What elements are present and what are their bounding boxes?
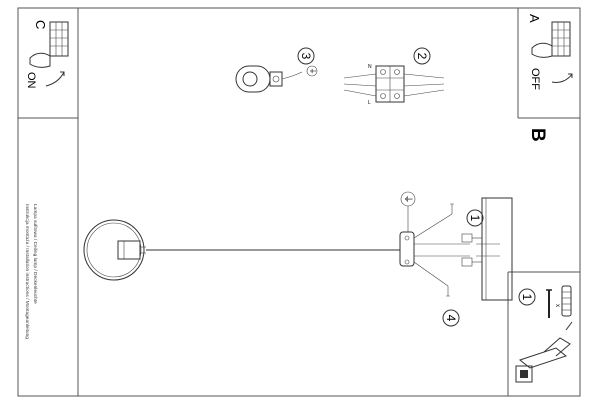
switch-icon — [49, 21, 69, 57]
wire-mark-l: L — [368, 100, 371, 106]
tools-panel: 1 x — [515, 285, 573, 383]
sheet-frame — [17, 7, 581, 397]
lamp-assembly: ⏚ — [83, 191, 470, 281]
hand-icon — [531, 42, 553, 58]
canopy-ground-symbol: ⏚ — [403, 194, 413, 203]
step-1-number: 1 — [468, 215, 482, 222]
ceiling-bracket — [413, 197, 513, 301]
tools-step-number: 1 — [520, 294, 534, 301]
lamp-socket — [117, 240, 141, 260]
panel-a-state: OFF — [529, 68, 541, 90]
step-2-connector-block: 2 N L — [343, 47, 445, 106]
panel-c-state: ON — [25, 72, 37, 89]
step-3-number: 3 — [299, 53, 313, 60]
switch-icon — [551, 21, 571, 57]
ground-symbol: ⏚ — [309, 68, 317, 75]
panel-b-letter: B — [527, 128, 548, 142]
step-2-number: 2 — [415, 53, 429, 60]
drill-icon — [515, 321, 573, 383]
step-3-marker — [297, 47, 315, 65]
hand-icon — [29, 52, 51, 68]
panel-a-letter: A — [527, 14, 542, 23]
arrow-icon — [551, 73, 573, 83]
instruction-line-1: Instrukcja montażu / Installation instru… — [24, 204, 30, 339]
step-3-ground-terminal: 3 ⏚ — [235, 47, 318, 93]
tools-mark-x: x — [554, 304, 560, 307]
step-2-marker — [413, 47, 431, 65]
lamp-ring — [83, 219, 145, 281]
instruction-line-2: Lampa sufitowa / Ceiling lamp / Deckenle… — [32, 204, 38, 304]
wall-plug-icon — [561, 285, 572, 317]
screw-icon — [446, 286, 450, 297]
screw-icon — [450, 203, 454, 214]
panel-c-letter: C — [33, 20, 48, 29]
canopy-plate — [399, 231, 415, 267]
step-1-marker: 1 — [466, 209, 484, 227]
tools-step-marker — [518, 288, 536, 306]
instruction-block: Instrukcja montażu / Installation instru… — [24, 204, 38, 339]
panel-a: A OFF — [527, 14, 573, 90]
arrow-icon — [45, 71, 65, 87]
step-4-marker: 4 — [442, 309, 460, 327]
panel-c: C ON — [25, 20, 69, 89]
screw-icon — [546, 289, 552, 318]
wire-mark-n: N — [368, 64, 372, 70]
step-4-number: 4 — [444, 315, 458, 322]
